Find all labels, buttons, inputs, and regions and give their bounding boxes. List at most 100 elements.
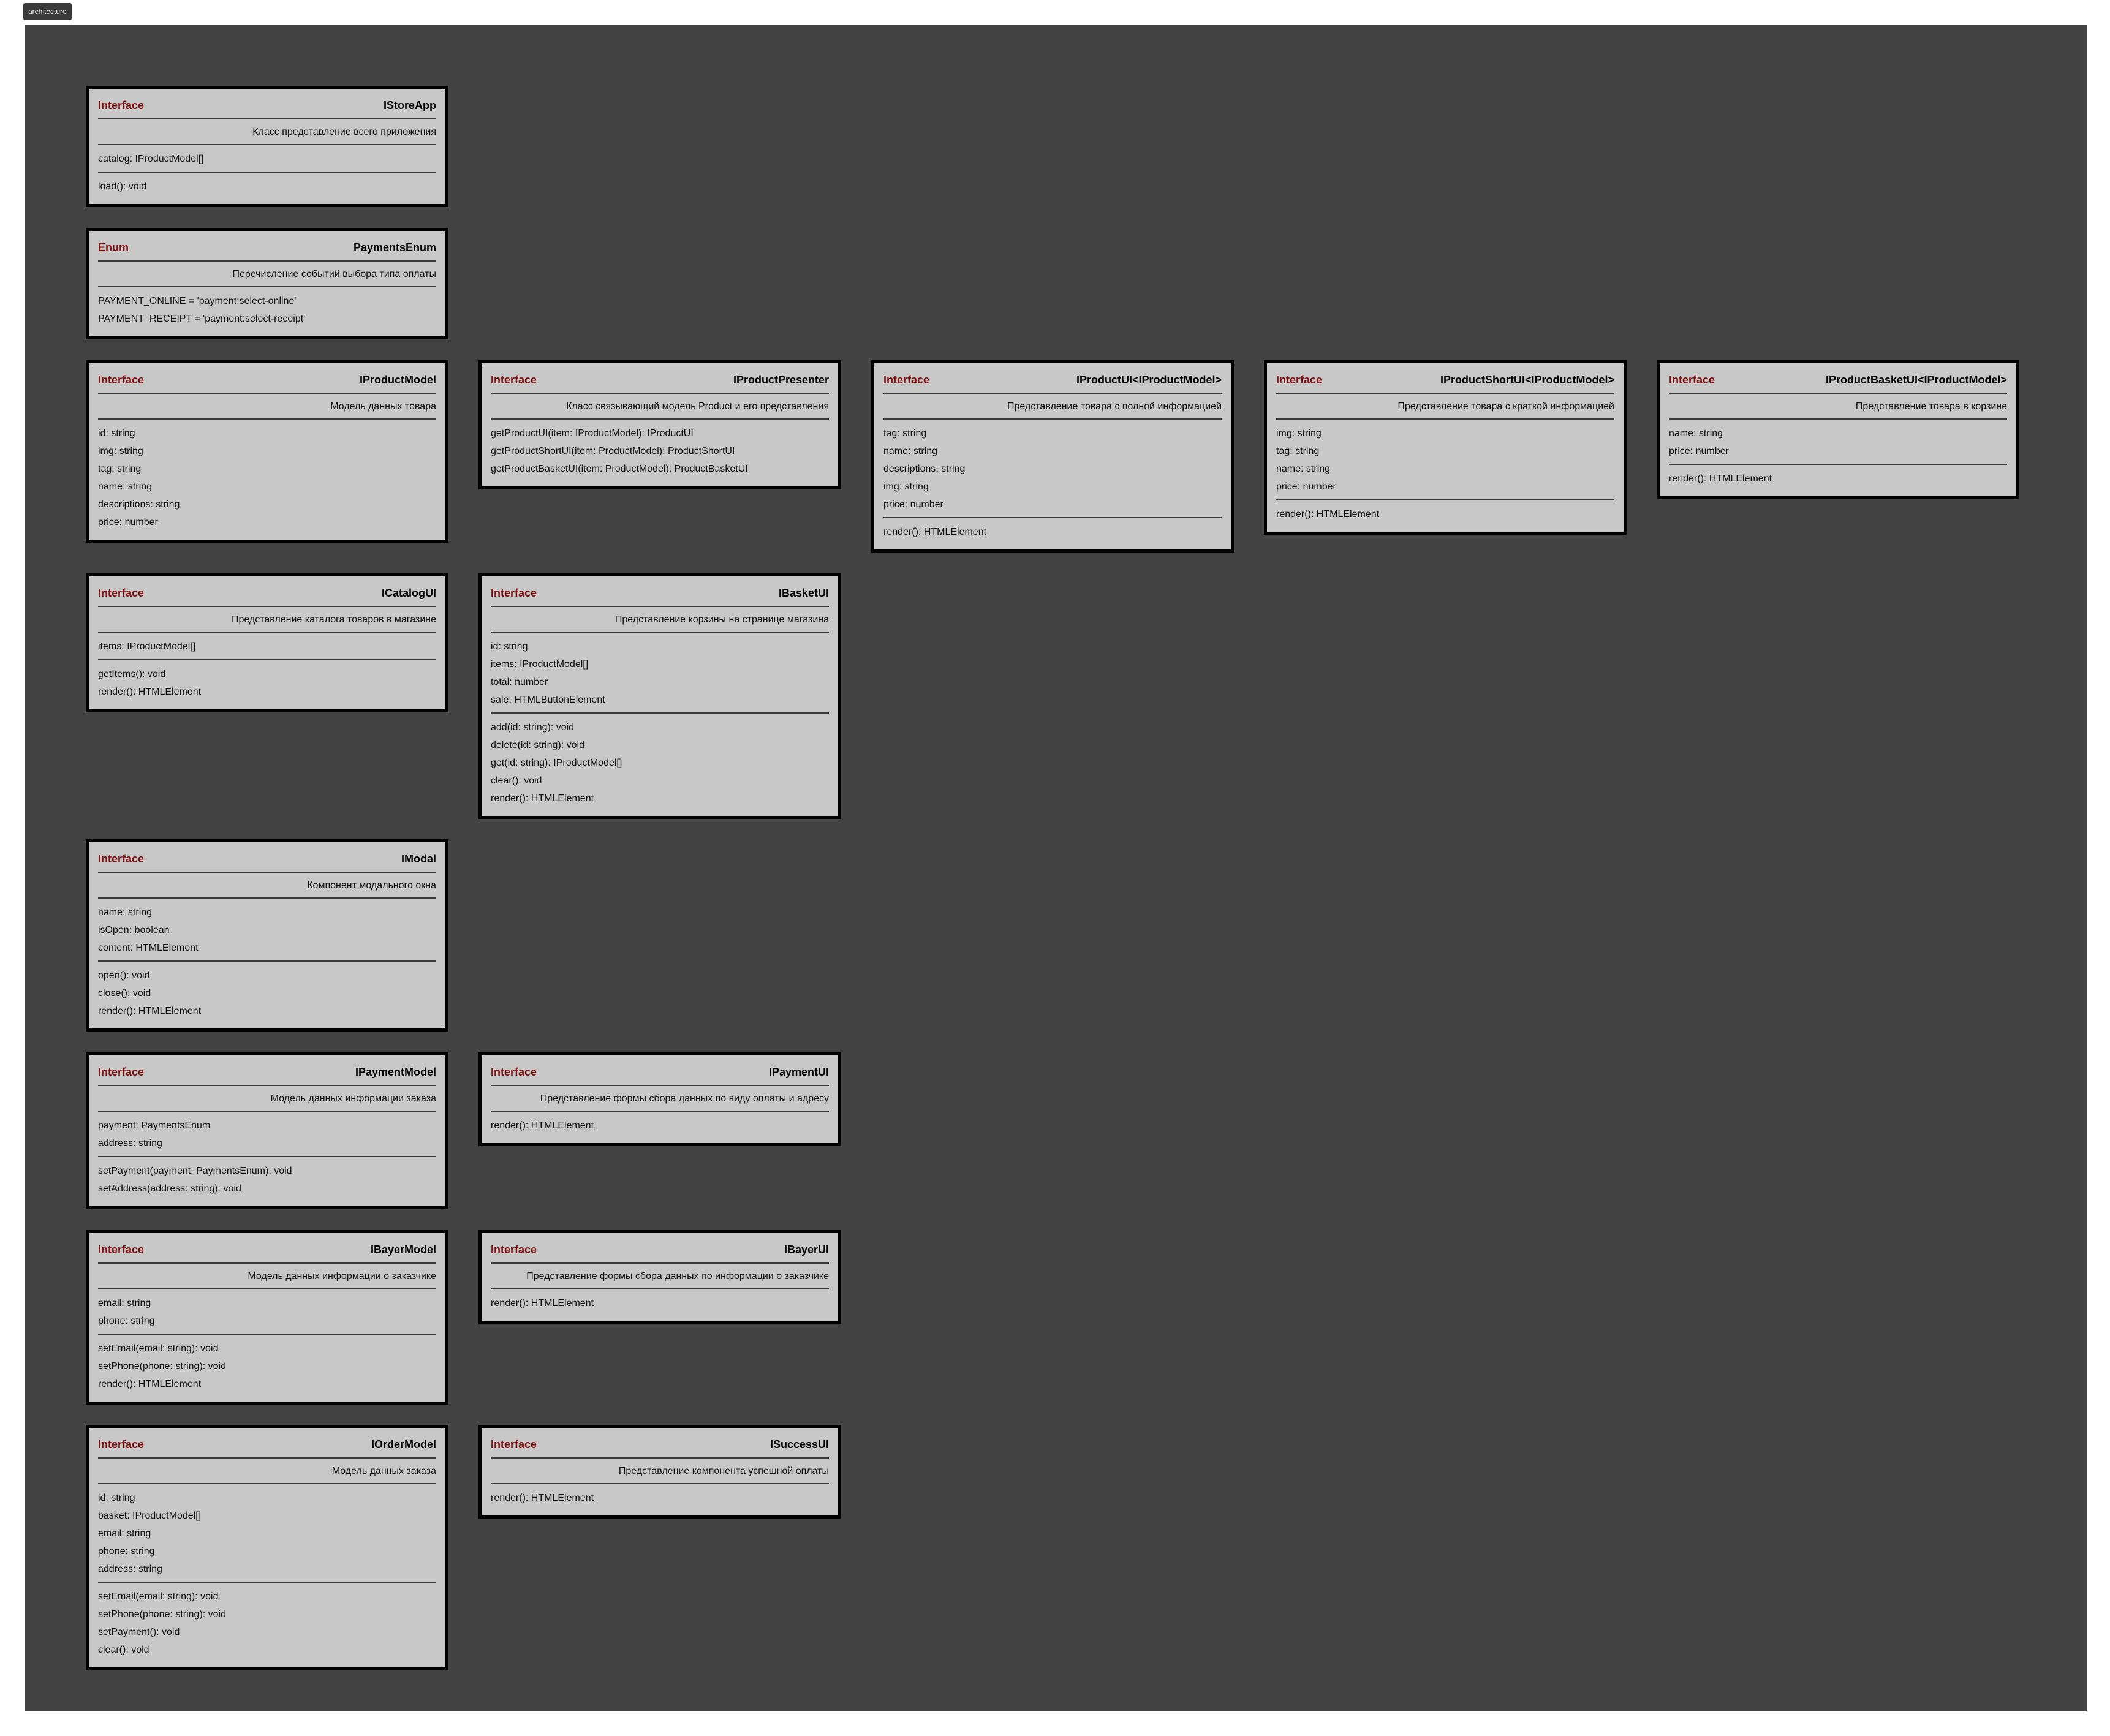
field-row: basket: IProductModel[]	[98, 1511, 202, 1521]
divider	[1276, 393, 1614, 394]
class-description: Представление компонента успешной оплаты	[618, 1466, 829, 1476]
field-row: img: string	[1276, 428, 1322, 439]
divider	[491, 393, 829, 394]
class-name: IBayerModel	[370, 1243, 436, 1256]
divider	[491, 418, 829, 420]
class-description: Модель данных информации о заказчике	[248, 1271, 436, 1281]
divider	[98, 1334, 436, 1335]
method-row: getProductBasketUI(item: ProductModel): …	[491, 464, 748, 474]
field-row: total: number	[491, 677, 548, 687]
field-row: phone: string	[98, 1316, 155, 1326]
method-row: render(): HTMLElement	[1276, 509, 1380, 519]
field-row: id: string	[98, 1493, 135, 1503]
stereotype-label: Interface	[491, 1065, 537, 1078]
method-row: delete(id: string): void	[491, 740, 584, 750]
method-row: render(): HTMLElement	[491, 1120, 594, 1131]
field-row: payment: PaymentsEnum	[98, 1120, 211, 1131]
method-row: render(): HTMLElement	[491, 793, 594, 804]
class-card-ipaymentui[interactable]: Interface IPaymentUI Представление формы с…	[478, 1052, 841, 1146]
field-row: img: string	[883, 481, 929, 492]
field-row: email: string	[98, 1298, 151, 1308]
class-description: Класс связывающий модель Product и его п…	[566, 401, 829, 412]
class-name: IProductUI<IProductModel>	[1076, 373, 1222, 386]
divider	[491, 1085, 829, 1086]
field-row: name: string	[1276, 464, 1331, 474]
divider	[1669, 418, 2007, 420]
method-row: clear(): void	[491, 776, 542, 786]
class-description: Представление товара с краткой информаци…	[1397, 401, 1614, 412]
field-row: price: number	[1669, 446, 1729, 456]
methods-section: render(): HTMLElement	[491, 1487, 829, 1509]
field-row: PAYMENT_ONLINE = 'payment:select-online'	[98, 296, 297, 306]
stereotype-label: Interface	[98, 1065, 145, 1078]
divider	[98, 659, 436, 660]
divider	[98, 1483, 436, 1484]
divider	[98, 960, 436, 962]
class-name: IProductShortUI<IProductModel>	[1440, 373, 1614, 386]
divider	[491, 1111, 829, 1112]
method-row: setEmail(email: string): void	[98, 1343, 219, 1354]
stereotype-label: Interface	[98, 1438, 145, 1451]
method-row: get(id: string): IProductModel[]	[491, 758, 622, 768]
stereotype-label: Interface	[491, 586, 537, 599]
field-row: price: number	[1276, 481, 1336, 492]
fields-section: catalog: IProductModel[]	[98, 148, 436, 170]
divider	[1276, 499, 1614, 500]
divider	[98, 418, 436, 420]
class-name: ISuccessUI	[770, 1438, 829, 1451]
field-row: tag: string	[883, 428, 927, 439]
class-description: Представление товара с полной информацие…	[1007, 401, 1222, 412]
method-row: clear(): void	[98, 1645, 149, 1655]
method-row: add(id: string): void	[491, 722, 575, 733]
class-name: IProductBasketUI<IProductModel>	[1825, 373, 2007, 386]
class-name: IPaymentUI	[768, 1065, 829, 1078]
class-name: PaymentsEnum	[353, 241, 436, 254]
method-row: close(): void	[98, 988, 151, 998]
class-description: Представление формы сбора данных по виду…	[540, 1093, 829, 1104]
method-row: load(): void	[98, 181, 147, 192]
fields-section: items: IProductModel[]	[98, 635, 436, 658]
divider	[883, 393, 1222, 394]
divider	[491, 1483, 829, 1484]
method-row: setPayment(payment: PaymentsEnum): void	[98, 1166, 292, 1176]
class-description: Представление каталога товаров в магазин…	[231, 614, 436, 625]
class-name: IOrderModel	[371, 1438, 436, 1451]
architecture-tag[interactable]: architecture	[23, 3, 72, 20]
divider	[98, 144, 436, 145]
class-name: IStoreApp	[383, 99, 436, 111]
divider	[883, 517, 1222, 518]
method-row: render(): HTMLElement	[1669, 474, 1772, 484]
class-description: Перечисление событий выбора типа оплаты	[232, 269, 436, 279]
fields-section: email: string phone: string	[98, 1292, 436, 1332]
